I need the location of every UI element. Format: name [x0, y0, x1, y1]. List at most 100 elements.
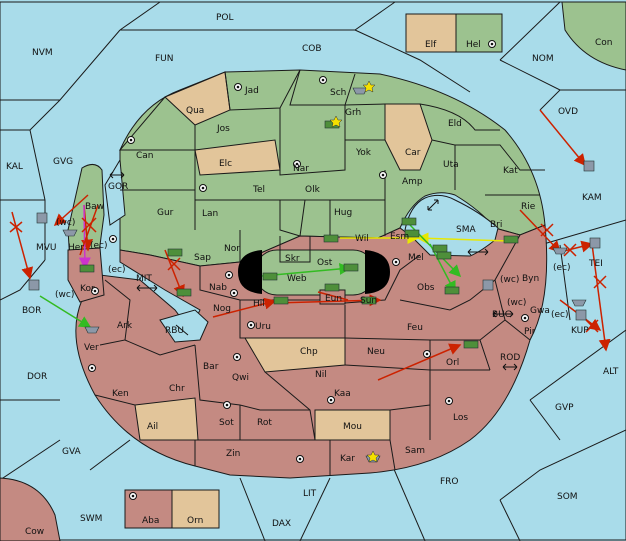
label-sap: Sap	[194, 253, 211, 263]
land-center-block[interactable]	[254, 249, 376, 296]
label-cob: COB	[302, 44, 322, 54]
label-nvm: NVM	[32, 48, 53, 58]
label-nar: Nar	[293, 164, 309, 174]
label-gvg: GVG	[53, 157, 73, 167]
label-ail: Ail	[147, 422, 158, 432]
label-buc: BUC	[492, 310, 511, 320]
label-nab: Nab	[209, 283, 227, 293]
land-ail[interactable]	[134, 397, 199, 441]
label-sot: Sot	[219, 418, 234, 428]
label-ovd: OVD	[558, 107, 578, 117]
label-ost: Ost	[317, 258, 333, 268]
label-gvp: GVP	[555, 403, 574, 413]
label-los: Los	[453, 413, 468, 423]
label-eld: Eld	[448, 119, 462, 129]
label-rot: Rot	[257, 418, 272, 428]
label-fun: FUN	[155, 54, 174, 64]
label-her: Her	[68, 243, 84, 253]
label-ec-gwa: (ec)	[551, 310, 569, 320]
label-tel: Tel	[252, 185, 265, 195]
label-legend-tr: Hel	[466, 40, 481, 50]
label-mit: MIT	[136, 274, 152, 284]
label-sch: Sch	[330, 88, 346, 98]
label-legend-br: Orn	[187, 516, 203, 526]
label-jad: Jad	[244, 86, 259, 96]
label-chp: Chp	[300, 347, 318, 357]
label-fro: FRO	[440, 477, 459, 487]
label-esm: Esm	[390, 232, 409, 242]
label-swm: SWM	[80, 514, 102, 524]
label-byn: Byn	[522, 274, 539, 284]
label-gwa: Gwa	[530, 306, 550, 316]
label-obs: Obs	[417, 283, 435, 293]
label-alt: ALT	[603, 367, 619, 377]
label-zin: Zin	[226, 449, 240, 459]
label-ken: Ken	[112, 389, 129, 399]
coast-labels: (wc) (ec) (ec) (wc) (wc) (ec) (wc) (ec)	[55, 218, 571, 320]
legend-labels: Elf Hel Aba Orn	[142, 40, 481, 526]
label-som: SOM	[557, 492, 578, 502]
label-skr: Skr	[285, 254, 300, 264]
sea-gor-inner	[104, 158, 126, 226]
land-cow[interactable]	[0, 477, 61, 541]
label-kup: KUP	[571, 326, 589, 336]
label-wc-byn: (wc)	[500, 275, 519, 285]
label-legend-bl: Aba	[142, 516, 159, 526]
units	[28, 80, 601, 463]
label-ec-byn: (ec)	[553, 263, 571, 273]
label-rie: Rie	[521, 202, 536, 212]
label-ark: Ark	[117, 321, 133, 331]
label-pol: POL	[216, 13, 234, 23]
label-chr: Chr	[169, 384, 185, 394]
label-car: Car	[405, 148, 421, 158]
label-kal: KAL	[6, 162, 23, 172]
cut-marks	[9, 217, 607, 333]
label-gur: Gur	[157, 208, 174, 218]
label-uta: Uta	[443, 160, 459, 170]
label-web: Web	[287, 274, 307, 284]
label-mvu: MVU	[36, 243, 57, 253]
label-dor: DOR	[27, 372, 47, 382]
label-gva: GVA	[62, 447, 82, 457]
legend-box-tl	[405, 13, 457, 53]
orders	[11, 109, 611, 381]
label-hil: Hil	[253, 299, 265, 309]
label-ver: Ver	[84, 343, 99, 353]
label-uru: Uru	[255, 322, 271, 332]
label-lit: LIT	[303, 489, 317, 499]
label-wc-gwa: (wc)	[507, 298, 526, 308]
label-sam: Sam	[405, 446, 425, 456]
label-baw: Baw	[85, 202, 104, 212]
label-kat: Kat	[503, 166, 518, 176]
label-bor: BOR	[22, 306, 41, 316]
province-borders	[94, 69, 545, 475]
label-wc-mvu: (wc)	[56, 218, 75, 228]
label-feu: Feu	[407, 323, 423, 333]
label-cow: Cow	[25, 527, 44, 537]
label-gor: GOR	[108, 182, 128, 192]
label-bar: Bar	[203, 362, 219, 372]
impassable-right	[365, 250, 390, 294]
label-sun: Sun	[360, 296, 377, 306]
label-rbu: RBU	[165, 326, 184, 336]
label-nor: Nor	[224, 244, 240, 254]
label-nog: Nog	[213, 304, 231, 314]
label-pir: Pir	[524, 327, 536, 337]
label-eun: Eun	[325, 294, 342, 304]
supply-centers	[88, 76, 529, 463]
label-amp: Amp	[402, 177, 423, 187]
label-bri: Bri	[490, 220, 502, 230]
sea-labels: POL COB FUN NVM NOM OVD KAM GVG KAL GOR …	[6, 13, 619, 529]
label-olk: Olk	[305, 185, 321, 195]
label-wc-bor: (wc)	[55, 290, 74, 300]
label-orl: Orl	[446, 358, 459, 368]
impassable-left	[238, 250, 262, 294]
label-neu: Neu	[367, 347, 385, 357]
label-rod: ROD	[500, 353, 520, 363]
label-ec-her: (ec)	[90, 241, 108, 251]
label-kam: KAM	[582, 193, 602, 203]
label-nil: Nil	[315, 370, 327, 380]
sea-rbu	[159, 309, 209, 343]
label-mel: Mel	[408, 253, 424, 263]
label-kar: Kar	[340, 454, 355, 464]
